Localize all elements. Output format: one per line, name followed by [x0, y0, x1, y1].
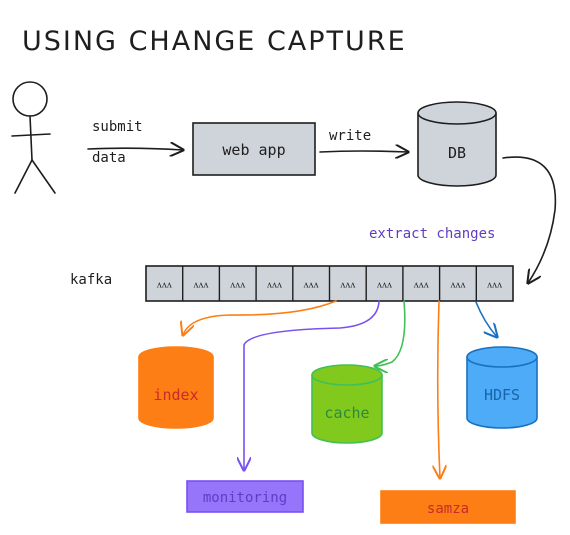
- extract-changes-arrow: [502, 156, 557, 283]
- cache-consumer-arrow: [375, 300, 406, 366]
- user-stick-figure-icon: [11, 81, 56, 194]
- hdfs-cylinder: [466, 346, 538, 429]
- submit-label: submit: [92, 119, 143, 135]
- db-cylinder: [417, 101, 497, 187]
- data-label: data: [92, 150, 126, 166]
- hdfs-label: HDFS: [484, 386, 520, 404]
- kafka-cell-message: ᴧᴧᴧ: [487, 280, 502, 291]
- submit-arrow: [87, 148, 183, 150]
- db-label: DB: [448, 144, 466, 162]
- kafka-label: kafka: [70, 272, 112, 288]
- kafka-log: ᴧᴧᴧ ᴧᴧᴧ ᴧᴧᴧ ᴧᴧᴧ ᴧᴧᴧ ᴧᴧᴧ ᴧᴧᴧ ᴧᴧᴧ ᴧᴧᴧ ᴧᴧᴧ: [145, 265, 514, 302]
- index-cylinder: [138, 346, 214, 429]
- web-app-box: [192, 122, 316, 176]
- kafka-cell-message: ᴧᴧᴧ: [194, 280, 209, 291]
- extract-changes-label: extract changes: [369, 226, 495, 242]
- monitoring-box: [186, 480, 304, 513]
- kafka-cell-message: ᴧᴧᴧ: [304, 280, 319, 291]
- cache-label: cache: [324, 404, 369, 422]
- index-consumer-arrow: [183, 300, 337, 335]
- kafka-cell-message: ᴧᴧᴧ: [230, 280, 245, 291]
- kafka-cell-message: ᴧᴧᴧ: [340, 280, 355, 291]
- samza-box: [380, 490, 516, 524]
- write-label: write: [329, 128, 371, 144]
- index-label: index: [153, 386, 198, 404]
- samza-label: samza: [427, 501, 469, 517]
- kafka-cell-message: ᴧᴧᴧ: [377, 280, 392, 291]
- kafka-cell-message: ᴧᴧᴧ: [157, 280, 172, 291]
- kafka-cell-message: ᴧᴧᴧ: [414, 280, 429, 291]
- monitoring-label: monitoring: [203, 490, 287, 506]
- web-app-label: web app: [222, 141, 285, 159]
- hdfs-consumer-arrow: [475, 301, 497, 337]
- samza-consumer-arrow: [438, 300, 440, 478]
- monitoring-consumer-arrow: [244, 300, 380, 470]
- diagram-title: USING CHANGE CAPTURE: [22, 26, 407, 57]
- kafka-cell-message: ᴧᴧᴧ: [450, 280, 465, 291]
- cache-cylinder: [311, 364, 383, 444]
- kafka-cell-message: ᴧᴧᴧ: [267, 280, 282, 291]
- write-arrow: [319, 151, 408, 152]
